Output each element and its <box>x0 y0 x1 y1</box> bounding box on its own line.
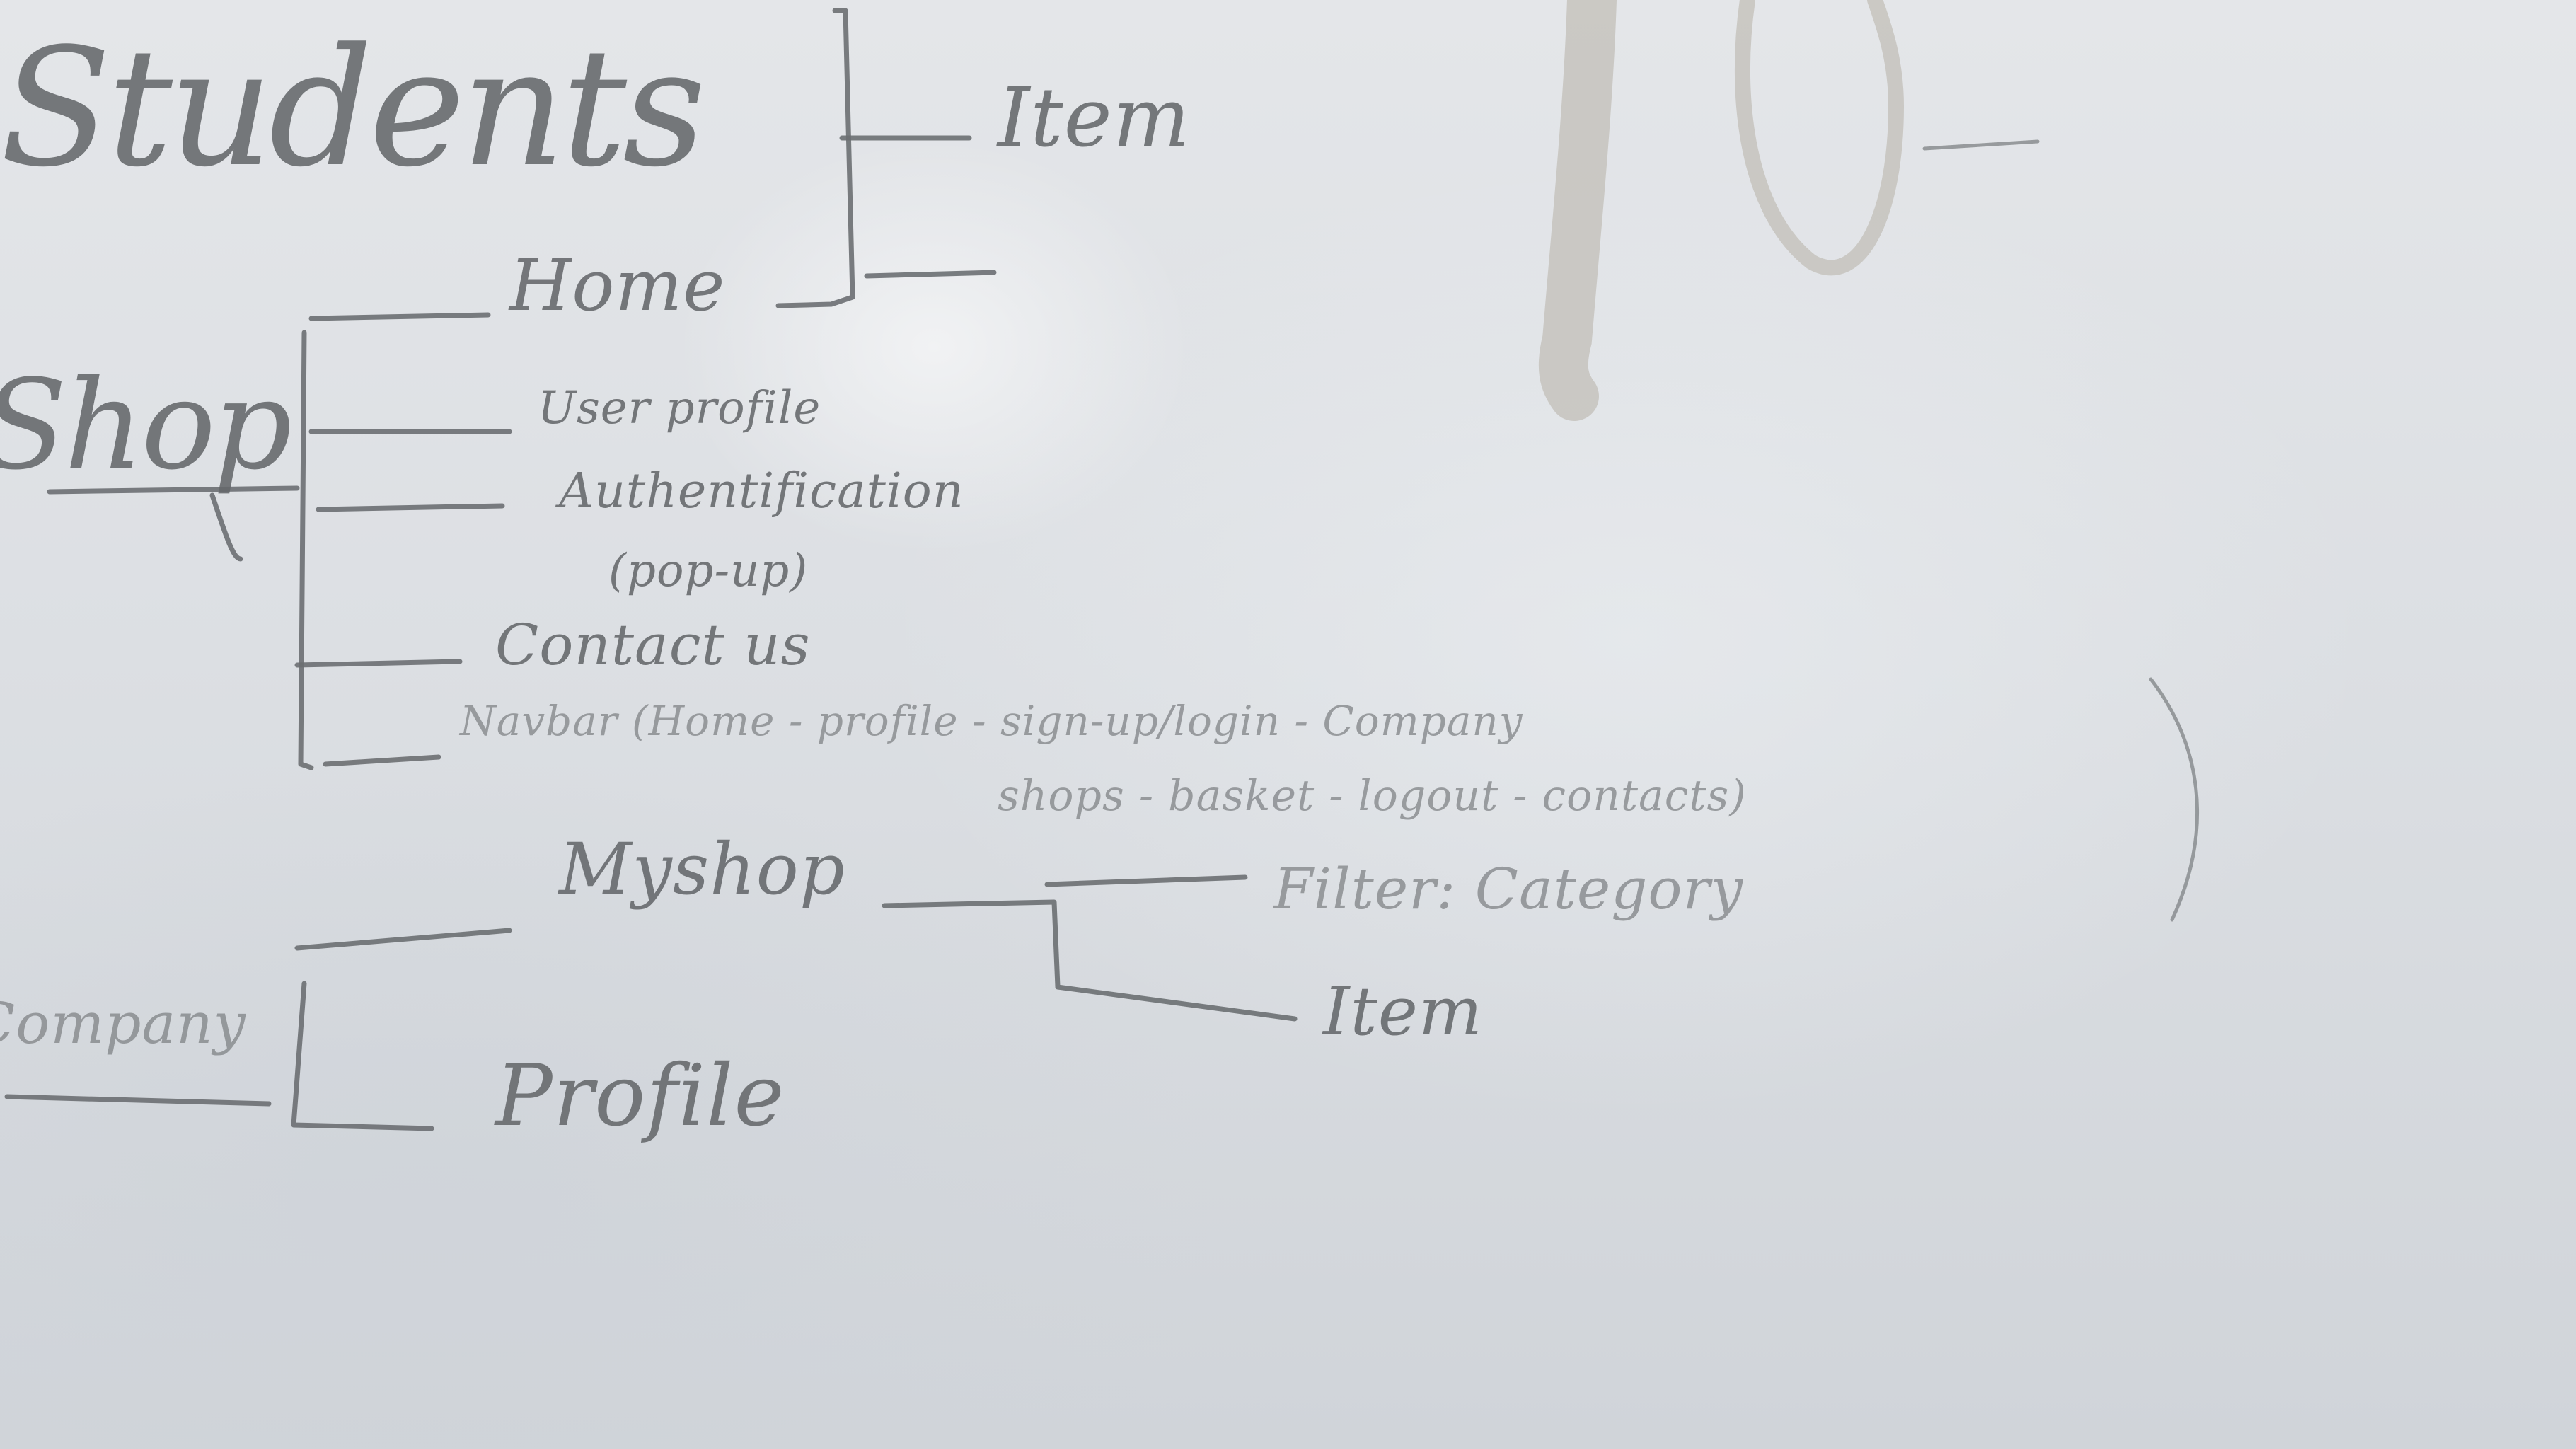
shop-underline <box>47 485 300 495</box>
branch-contact-us <box>294 659 463 668</box>
students-heading: Students <box>0 14 706 203</box>
branch-navbar <box>323 754 441 767</box>
shop-connector <box>209 492 243 562</box>
bracket-company <box>291 981 434 1131</box>
label-authentification-note: (pop-up) <box>608 545 809 597</box>
branch-authentification <box>316 503 505 512</box>
label-home-top: Home <box>509 244 726 327</box>
label-myshop: Myshop <box>559 828 845 911</box>
smudge-loop <box>1734 0 1905 276</box>
navbar-closing-paren <box>2149 677 2200 922</box>
myshop-connector <box>882 899 1298 1022</box>
label-contact-us: Contact us <box>495 612 811 678</box>
company-underline <box>4 1094 272 1107</box>
label-authentification: Authentification <box>559 463 964 519</box>
label-filter-category: Filter: Category <box>1273 856 1744 922</box>
shop-heading: Shop <box>0 354 292 497</box>
bracket-students-top <box>775 8 855 308</box>
branch-to-home <box>308 312 491 321</box>
label-user-profile: User profile <box>538 382 821 434</box>
branch-filter-category <box>1044 874 1248 887</box>
smudge-vertical <box>1538 0 1617 421</box>
smudge-dash <box>1922 139 2040 151</box>
label-item-top: Item <box>998 71 1191 166</box>
label-navbar: Navbar (Home - profile - sign-up/login -… <box>460 697 1523 745</box>
label-profile: Profile <box>495 1047 785 1145</box>
bracket-shop <box>298 330 314 770</box>
company-heading: Company <box>0 991 246 1056</box>
branch-home-top <box>864 270 997 279</box>
branch-myshop-left <box>294 928 512 951</box>
label-item-bottom: Item <box>1323 973 1484 1051</box>
label-navbar-cont: shops - basket - logout - contacts) <box>998 771 1747 821</box>
